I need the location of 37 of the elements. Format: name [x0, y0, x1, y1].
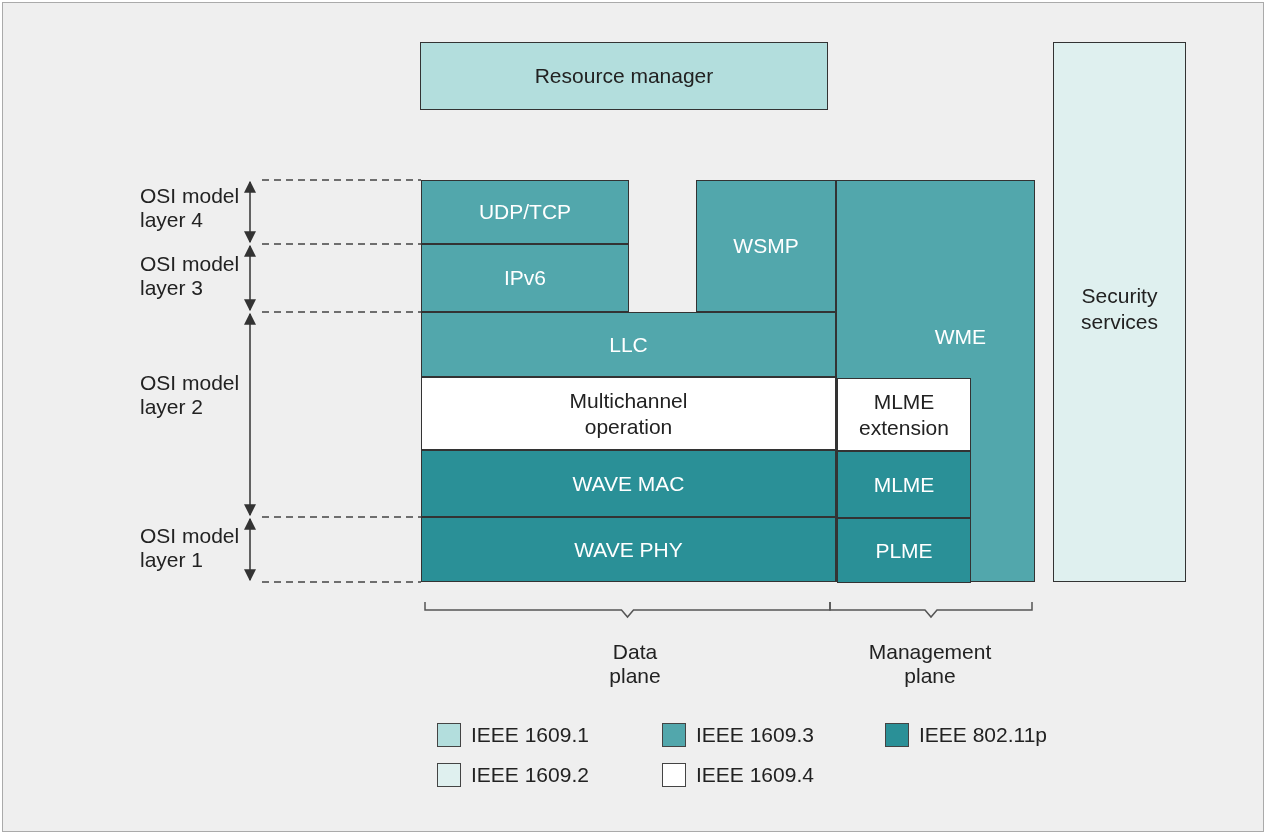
- protocol-block: [420, 42, 828, 110]
- protocol-block: [421, 244, 629, 312]
- legend-label: IEEE 1609.2: [471, 762, 589, 788]
- block-label: WAVE PHY: [574, 536, 683, 563]
- protocol-block: [837, 451, 971, 518]
- block-label: IPv6: [504, 265, 546, 291]
- block-label: MLME: [873, 471, 935, 498]
- protocol-block: [421, 377, 836, 450]
- protocol-block: [421, 450, 836, 517]
- protocol-block: [421, 180, 629, 244]
- plane-label: Data plane: [608, 640, 662, 688]
- protocol-block: [421, 517, 836, 582]
- block-label: Multichannel operation: [568, 387, 689, 440]
- protocol-block: [837, 378, 971, 451]
- protocol-block: [836, 180, 1035, 582]
- block-label: LLC: [609, 331, 648, 358]
- layer-label: OSI model layer 4: [140, 184, 240, 232]
- plane-label: Management plane: [867, 640, 993, 688]
- legend-label: IEEE 1609.1: [471, 722, 589, 748]
- block-label: WAVE MAC: [572, 470, 685, 497]
- block-label: WME: [934, 324, 986, 350]
- layer-label: OSI model layer 1: [140, 524, 240, 572]
- block-label: Resource manager: [534, 63, 714, 89]
- protocol-block: [421, 312, 836, 377]
- block-label: UDP/TCP: [478, 199, 572, 225]
- block-label: PLME: [875, 537, 933, 564]
- protocol-block: [696, 180, 836, 312]
- block-label: MLME extension: [858, 388, 950, 441]
- block-label: WSMP: [733, 233, 799, 259]
- protocol-block: [1053, 42, 1186, 582]
- layer-label: OSI model layer 2: [140, 371, 240, 419]
- legend-label: IEEE 802.11p: [919, 722, 1048, 748]
- block-label: Security services: [1080, 283, 1159, 335]
- layer-label: OSI model layer 3: [140, 252, 240, 300]
- legend-label: IEEE 1609.3: [696, 722, 814, 748]
- protocol-block: [837, 518, 971, 583]
- legend-label: IEEE 1609.4: [696, 762, 814, 788]
